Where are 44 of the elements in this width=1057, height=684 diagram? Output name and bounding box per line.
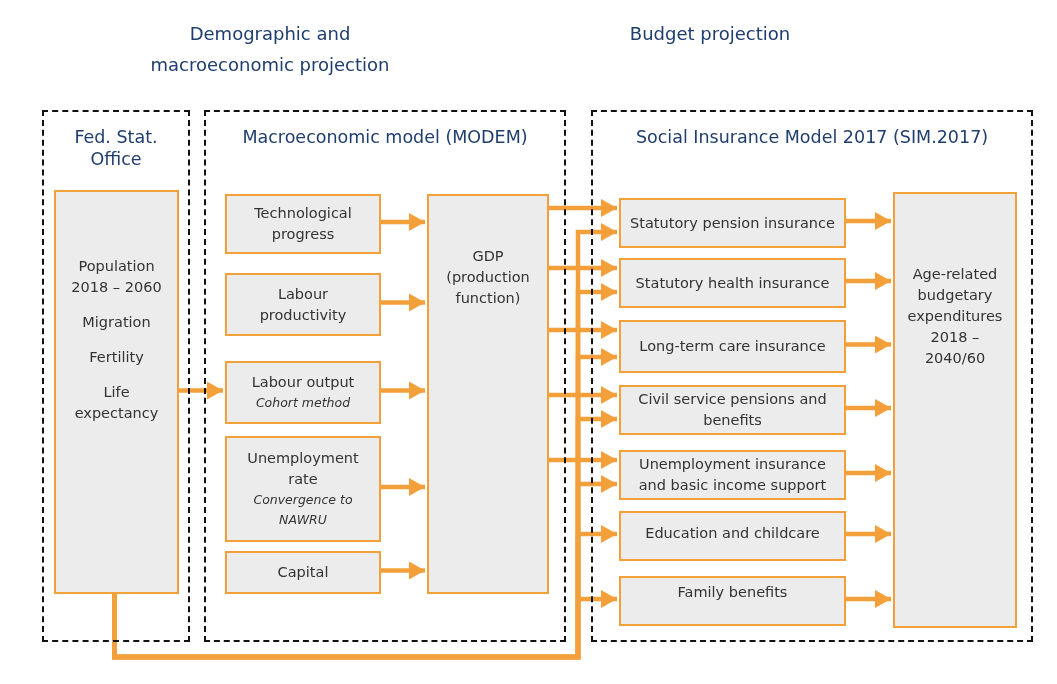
group-title: Fed. Stat. Office xyxy=(73,126,159,170)
box-label: Statutory pension insurance xyxy=(630,213,835,233)
box-label: Education and childcare xyxy=(645,524,820,543)
box-label: Population 2018 – 2060 xyxy=(70,257,163,297)
arrow xyxy=(112,590,617,660)
process-box xyxy=(225,361,381,424)
process-box xyxy=(619,258,846,308)
box-label: Statutory health insurance xyxy=(635,273,830,293)
process-box xyxy=(893,192,1017,628)
section-heading: Demographic and macroeconomic projection xyxy=(149,22,391,77)
process-box xyxy=(225,436,381,542)
box-label: Age-related budgetary expenditures 2018 – 2040/60 xyxy=(906,265,1004,368)
group-title: Social Insurance Model 2017 (SIM.2017) xyxy=(634,126,990,148)
box-label: Unemployment rate xyxy=(246,449,360,489)
process-box xyxy=(225,551,381,594)
box-label: Capital xyxy=(277,563,329,582)
process-box xyxy=(619,320,846,373)
dashed-group-frame xyxy=(204,110,566,642)
process-box xyxy=(619,450,846,500)
box-label: Technological progress xyxy=(253,204,353,244)
method-note: Convergence to NAWRU xyxy=(252,491,354,529)
dashed-group-frame xyxy=(591,110,1033,642)
process-box xyxy=(619,576,846,626)
process-box xyxy=(619,511,846,561)
method-note: Cohort method xyxy=(255,394,351,412)
group-title: Macroeconomic model (MODEM) xyxy=(241,126,529,148)
box-label: Family benefits xyxy=(677,583,788,602)
process-box xyxy=(225,194,381,254)
process-box xyxy=(619,198,846,248)
process-box xyxy=(427,194,549,594)
box-label: Long-term care insurance xyxy=(639,337,826,356)
dashed-group-frame xyxy=(42,110,190,642)
process-box xyxy=(619,385,846,435)
box-label: Civil service pensions and benefits xyxy=(637,390,828,430)
box-label: Unemployment insurance and basic income support xyxy=(637,455,828,495)
box-label: Life expectancy xyxy=(73,383,160,423)
process-box xyxy=(54,190,179,594)
process-box xyxy=(225,273,381,336)
box-label: Fertility xyxy=(89,348,144,367)
section-heading: Budget projection xyxy=(628,22,792,46)
box-label: GDP (production function) xyxy=(445,247,531,308)
box-label: Migration xyxy=(82,313,151,332)
box-label: Labour output xyxy=(251,373,355,392)
box-label: Labour productivity xyxy=(258,284,348,325)
